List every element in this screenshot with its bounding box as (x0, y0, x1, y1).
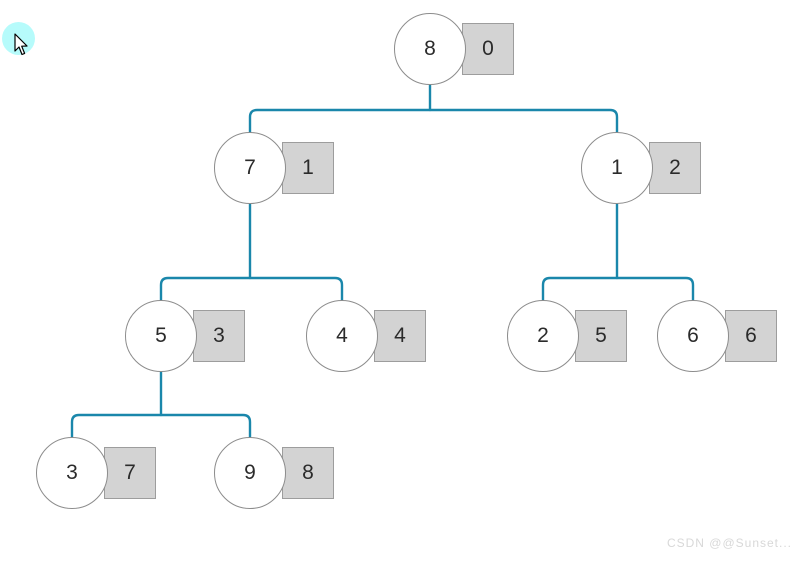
node-index-badge: 3 (193, 310, 245, 362)
node-value-circle[interactable]: 5 (125, 300, 197, 372)
edge-n1-to-n4 (248, 276, 344, 302)
edge-n3-to-n7 (70, 413, 163, 439)
node-index-badge: 4 (374, 310, 426, 362)
node-index-badge: 2 (649, 142, 701, 194)
node-index-badge: 0 (462, 23, 514, 75)
node-index-badge: 8 (282, 447, 334, 499)
edge-n3-to-n8 (159, 413, 252, 439)
node-index-badge: 5 (575, 310, 627, 362)
edge-n1-to-n3 (159, 276, 252, 302)
node-index-badge: 7 (104, 447, 156, 499)
node-value-circle[interactable]: 6 (657, 300, 729, 372)
edge-n2-to-n6 (615, 276, 695, 302)
node-index-badge: 1 (282, 142, 334, 194)
node-value-circle[interactable]: 4 (306, 300, 378, 372)
watermark-text: CSDN @@Sunset... (666, 536, 792, 550)
node-value-circle[interactable]: 1 (581, 132, 653, 204)
node-value-circle[interactable]: 2 (507, 300, 579, 372)
edge-n2-to-n5 (541, 276, 619, 302)
edge-n0-to-n2 (428, 108, 619, 134)
node-value-circle[interactable]: 9 (214, 437, 286, 509)
node-index-badge: 6 (725, 310, 777, 362)
node-value-circle[interactable]: 7 (214, 132, 286, 204)
node-value-circle[interactable]: 8 (394, 13, 466, 85)
mouse-pointer-icon (14, 33, 28, 56)
edge-n0-to-n1 (248, 108, 432, 134)
node-value-circle[interactable]: 3 (36, 437, 108, 509)
